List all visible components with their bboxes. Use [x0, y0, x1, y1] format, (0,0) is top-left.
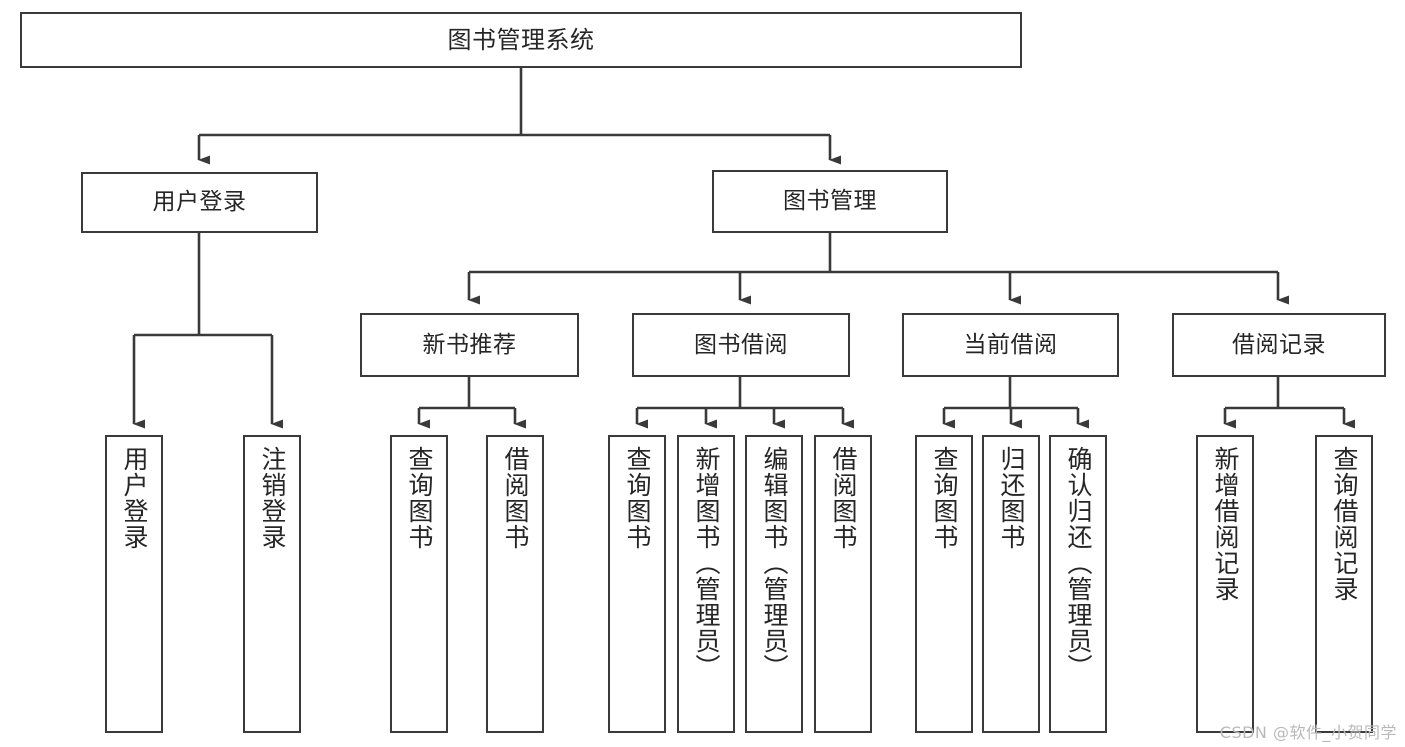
node-label: 查询图书	[930, 446, 959, 550]
node-label: 图书管理系统	[447, 26, 595, 54]
leaf-borrow-query-book[interactable]: 查询图书	[608, 435, 666, 733]
leaf-recommend-query-book[interactable]: 查询图书	[390, 435, 448, 733]
node-current-borrow[interactable]: 当前借阅	[902, 313, 1119, 377]
node-borrow-record[interactable]: 借阅记录	[1172, 313, 1386, 377]
node-label: 图书借阅	[694, 331, 788, 358]
leaf-current-return-book[interactable]: 归还图书	[982, 435, 1040, 733]
watermark-text: CSDN @软件_小贺同学	[1219, 723, 1397, 742]
node-label: 新增图书（管理员）	[692, 446, 721, 680]
leaf-borrow-add-book-admin[interactable]: 新增图书（管理员）	[677, 435, 735, 733]
node-label: 借阅记录	[1232, 331, 1326, 358]
node-label: 编辑图书（管理员）	[760, 446, 789, 680]
node-label: 新增借阅记录	[1211, 446, 1240, 602]
node-label: 用户登录	[152, 189, 247, 215]
node-label: 新书推荐	[422, 331, 517, 358]
leaf-user-login-logout[interactable]: 注销登录	[243, 435, 301, 733]
node-label: 图书管理	[783, 188, 877, 214]
node-label: 确认归还（管理员）	[1064, 446, 1093, 680]
node-label: 当前借阅	[963, 331, 1058, 358]
node-label: 查询借阅记录	[1330, 446, 1359, 602]
node-label: 查询图书	[405, 446, 434, 550]
leaf-recommend-borrow-book[interactable]: 借阅图书	[486, 435, 544, 733]
leaf-current-query-book[interactable]: 查询图书	[915, 435, 973, 733]
node-label: 注销登录	[258, 446, 287, 550]
node-new-book-recommend[interactable]: 新书推荐	[360, 313, 579, 377]
node-root-system[interactable]: 图书管理系统	[20, 12, 1022, 68]
leaf-user-login-login[interactable]: 用户登录	[105, 435, 163, 733]
leaf-record-add-record[interactable]: 新增借阅记录	[1196, 435, 1254, 733]
node-label: 用户登录	[120, 446, 149, 550]
leaf-record-query-record[interactable]: 查询借阅记录	[1315, 435, 1373, 733]
node-label: 归还图书	[997, 446, 1026, 550]
node-book-management[interactable]: 图书管理	[712, 170, 948, 233]
node-user-login[interactable]: 用户登录	[81, 172, 318, 233]
leaf-borrow-edit-book-admin[interactable]: 编辑图书（管理员）	[745, 435, 803, 733]
node-label: 查询图书	[623, 446, 652, 550]
node-label: 借阅图书	[829, 446, 858, 550]
node-book-borrow[interactable]: 图书借阅	[632, 313, 850, 377]
leaf-borrow-borrow-book[interactable]: 借阅图书	[814, 435, 872, 733]
node-label: 借阅图书	[501, 446, 530, 550]
leaf-current-confirm-return-admin[interactable]: 确认归还（管理员）	[1049, 435, 1107, 733]
